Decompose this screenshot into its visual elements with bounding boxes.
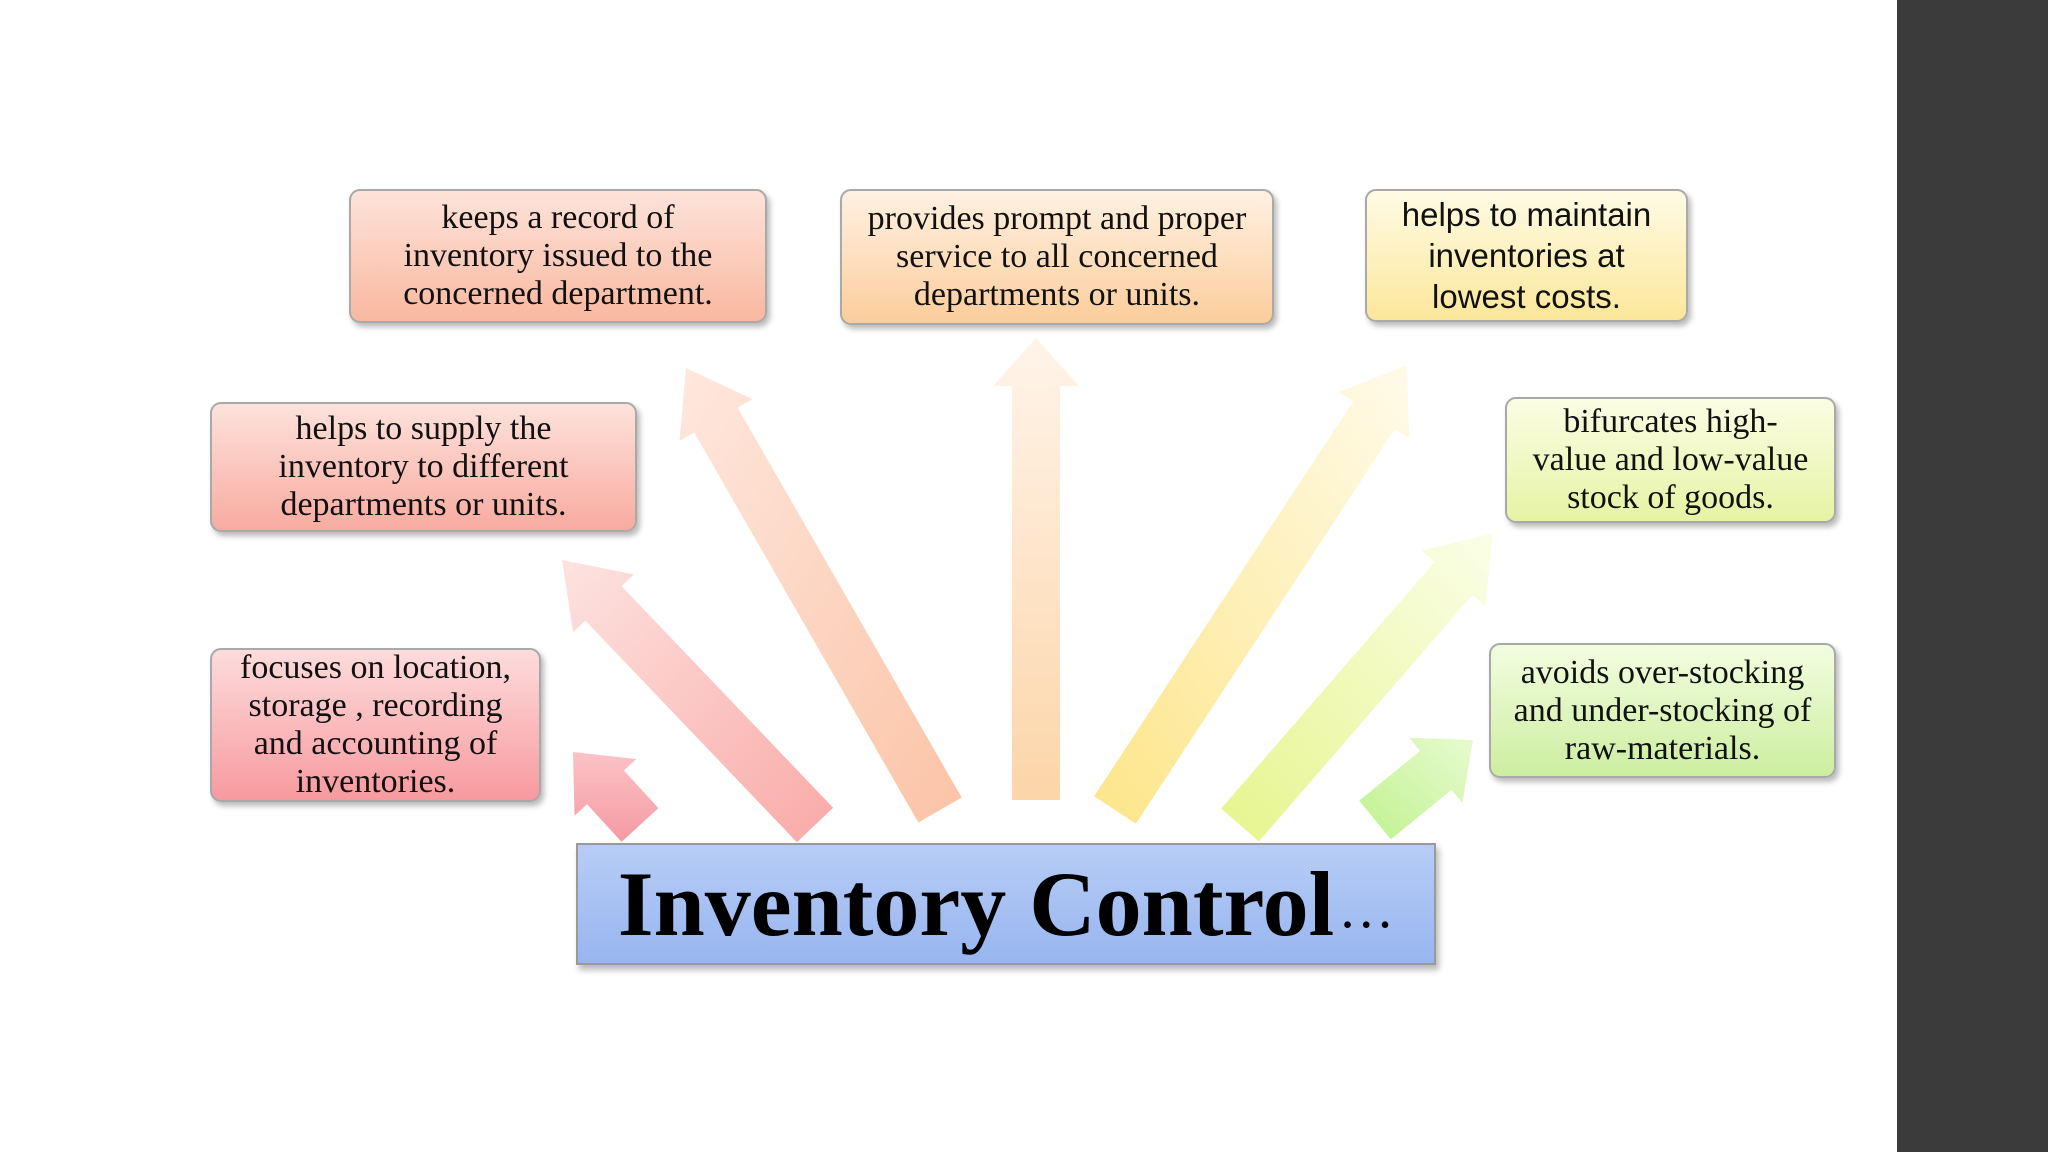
arrow-to-record [679,368,962,823]
box-text-line: inventory issued to the [403,237,713,274]
arrow-to-bifurcates [1221,533,1493,842]
box-text-line: helps to supply the [295,410,552,447]
arrows-layer [562,338,1493,843]
box-text-line: storage , recording [248,687,503,724]
box-text-line: raw-materials. [1564,729,1761,767]
center-title: Inventory Control [617,853,1335,955]
box-text-line: inventory to different [278,448,569,485]
box-maintain-lowest-costs: helps to maintain inventories at lowest co… [1365,189,1688,322]
box-text-line: and accounting of [253,725,498,762]
box-text-line: departments or units. [280,486,567,523]
box-text-line: bifurcates high- [1563,403,1778,440]
arrow-to-service [993,338,1079,800]
dark-side-panel [1897,0,2048,1152]
center-title-box: Inventory Control … [576,843,1436,965]
box-text-line: inventories. [295,763,456,800]
center-title-ellipsis: … [1338,878,1395,940]
box-text-line: avoids over-stocking [1520,653,1805,691]
arrow-to-focuses [573,752,659,842]
box-text-line: lowest costs. [1432,278,1621,315]
box-text-line: stock of goods. [1567,479,1774,516]
box-text-line: focuses on location, [240,649,511,686]
box-text-line: inventories at [1428,237,1625,274]
box-text-line: provides prompt and proper [867,200,1247,237]
box-text-line: helps to maintain [1401,196,1652,233]
box-text: helps to maintain inventories at lowest co… [1402,194,1651,317]
box-text-line: value and low-value [1532,441,1809,478]
arrow-to-supply [562,560,834,843]
box-text-line: departments or units. [913,276,1201,313]
box-text-line: concerned department. [403,275,713,312]
box-text-line: and under-stocking of [1513,691,1812,729]
arrow-to-costs [1094,365,1410,824]
arrow-to-avoids [1359,737,1473,840]
box-text-line: keeps a record of [441,199,675,236]
box-text-line: service to all concerned [896,238,1218,275]
